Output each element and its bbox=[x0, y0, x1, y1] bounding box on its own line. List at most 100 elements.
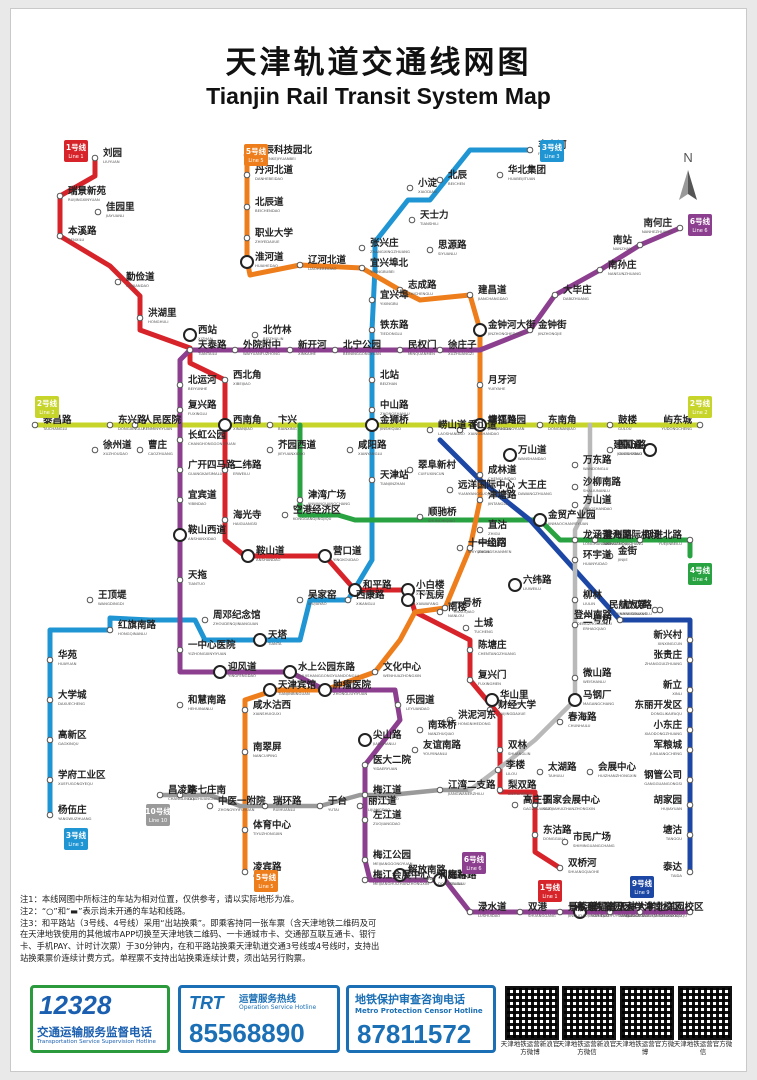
station-xinli[interactable] bbox=[686, 686, 694, 694]
station-gulou[interactable] bbox=[606, 421, 614, 429]
station-liuweilu[interactable] bbox=[508, 578, 522, 592]
station-shiyijinglu[interactable] bbox=[456, 544, 464, 552]
station-zhongliuyiyuan[interactable] bbox=[318, 683, 332, 697]
station-zhichenglu[interactable] bbox=[396, 286, 404, 294]
station-jinzhonghedajie[interactable] bbox=[473, 323, 487, 337]
station-jinzhongjie[interactable] bbox=[526, 326, 534, 334]
station-zhongshanmen[interactable] bbox=[466, 544, 474, 552]
qr-code-icon[interactable] bbox=[505, 986, 559, 1040]
station-tiedonglu[interactable] bbox=[368, 326, 376, 334]
station-youyinanlu[interactable] bbox=[411, 746, 419, 754]
station-yuejinbeilu[interactable] bbox=[686, 536, 694, 544]
station-dongtinglu[interactable] bbox=[426, 876, 434, 884]
station-shuanglin[interactable] bbox=[496, 746, 504, 754]
station-lijiangdao[interactable] bbox=[356, 802, 364, 810]
station-taida[interactable] bbox=[686, 868, 694, 876]
station-jinwanguangchang[interactable] bbox=[296, 496, 304, 504]
station-daxuecheng[interactable] bbox=[46, 696, 54, 704]
station-shuanggang[interactable] bbox=[516, 908, 524, 916]
station-hongqinanlu[interactable] bbox=[106, 626, 114, 634]
station-nanzhan[interactable] bbox=[636, 241, 644, 249]
station-yizhongxinyiyuan[interactable] bbox=[176, 646, 184, 654]
station-binhaiguojijichang[interactable] bbox=[591, 536, 599, 544]
station-zhoudengjinianguan[interactable] bbox=[201, 616, 209, 624]
station-benxilu[interactable] bbox=[56, 232, 64, 240]
station-lishuanglu[interactable] bbox=[496, 786, 504, 794]
station-tianjinzhan[interactable] bbox=[368, 476, 376, 484]
station-liqizhuangnan[interactable] bbox=[176, 791, 184, 799]
station-yihaoqiao[interactable] bbox=[441, 604, 449, 612]
station-taichanglu[interactable] bbox=[31, 421, 39, 429]
station-xinxingcun[interactable] bbox=[686, 636, 694, 644]
station-caozhuang[interactable] bbox=[136, 446, 144, 454]
station-xiaodian[interactable] bbox=[406, 184, 414, 192]
station-gaoxinqu[interactable] bbox=[46, 736, 54, 744]
station-tianta[interactable] bbox=[253, 633, 267, 647]
station-honghuli[interactable] bbox=[136, 314, 144, 322]
station-siyuanlu[interactable] bbox=[426, 246, 434, 254]
station-xianshuiguxi[interactable] bbox=[241, 706, 249, 714]
station-longhandao[interactable] bbox=[571, 536, 579, 544]
station-erhaoqiao[interactable] bbox=[571, 621, 579, 629]
station-junliangcheng[interactable] bbox=[686, 746, 694, 754]
station-gaozhuangzi[interactable] bbox=[511, 801, 519, 809]
station-hujiayuan[interactable] bbox=[686, 801, 694, 809]
station-chunhailu[interactable] bbox=[556, 718, 564, 726]
station-yuanyangguojizhongxin[interactable] bbox=[446, 486, 454, 494]
station-jinmaochanyeyuan[interactable] bbox=[533, 513, 547, 527]
station-chentangzhuang[interactable] bbox=[466, 646, 474, 654]
station-yixingbu[interactable] bbox=[368, 296, 376, 304]
station-xizhan[interactable] bbox=[183, 328, 197, 342]
station-tanggu[interactable] bbox=[686, 831, 694, 839]
station-wenhuazhongxin[interactable] bbox=[371, 668, 379, 676]
station-beizhan[interactable] bbox=[368, 376, 376, 384]
station-shuishanggongyuandonglu[interactable] bbox=[283, 665, 297, 679]
station-meijianggongyuan[interactable] bbox=[361, 856, 369, 864]
station-jieyuanxidao[interactable] bbox=[266, 446, 274, 454]
station-hepinglu[interactable] bbox=[348, 583, 362, 597]
station-leyuandao[interactable] bbox=[394, 701, 402, 709]
station-gangguangongsi[interactable] bbox=[686, 776, 694, 784]
station-tiyuzhongxin[interactable] bbox=[241, 826, 249, 834]
station-yingfengdao[interactable] bbox=[213, 665, 227, 679]
station-xikanglu[interactable] bbox=[344, 596, 352, 604]
station-xinkaihe[interactable] bbox=[286, 346, 294, 354]
station-wandonglu[interactable] bbox=[571, 461, 579, 469]
station-nancuiping[interactable] bbox=[241, 748, 249, 756]
station-yangwuzhuang[interactable] bbox=[46, 811, 54, 819]
station-tianshili[interactable] bbox=[408, 216, 416, 224]
station-nanzhuqiao[interactable] bbox=[416, 726, 424, 734]
station-taihulu[interactable] bbox=[536, 768, 544, 776]
station-xuefugongyequ[interactable] bbox=[46, 776, 54, 784]
station-yixingbubei[interactable] bbox=[358, 264, 366, 272]
qr-code-icon[interactable] bbox=[678, 986, 732, 1040]
station-chenglindao[interactable] bbox=[476, 471, 484, 479]
station-liuyuan[interactable] bbox=[91, 154, 99, 162]
station-xuzhoudao[interactable] bbox=[91, 446, 99, 454]
station-jintanglu[interactable] bbox=[476, 496, 484, 504]
station-xianyanglu[interactable] bbox=[346, 446, 354, 454]
station-zhiyedaxue[interactable] bbox=[243, 234, 251, 242]
station-donggulu[interactable] bbox=[531, 831, 539, 839]
station-huaihedao[interactable] bbox=[240, 255, 254, 269]
station-shuangqiaohe[interactable] bbox=[556, 864, 564, 872]
station-meilinlu[interactable] bbox=[433, 873, 447, 887]
qr-code-icon[interactable] bbox=[562, 986, 616, 1040]
station-hehuinanlu[interactable] bbox=[176, 701, 184, 709]
station-huabeijituan[interactable] bbox=[496, 171, 504, 179]
station-renminyiyuan[interactable] bbox=[131, 421, 139, 429]
station-xiaodongzhuang[interactable] bbox=[686, 726, 694, 734]
station-changhonggongyuan[interactable] bbox=[176, 436, 184, 444]
station-liaohebeidao[interactable] bbox=[296, 261, 304, 269]
station-zhigu[interactable] bbox=[476, 526, 484, 534]
station-beininggongyuan[interactable] bbox=[331, 346, 339, 354]
station-qinjiandao[interactable] bbox=[114, 278, 122, 286]
station-wanshandao[interactable] bbox=[503, 448, 517, 462]
